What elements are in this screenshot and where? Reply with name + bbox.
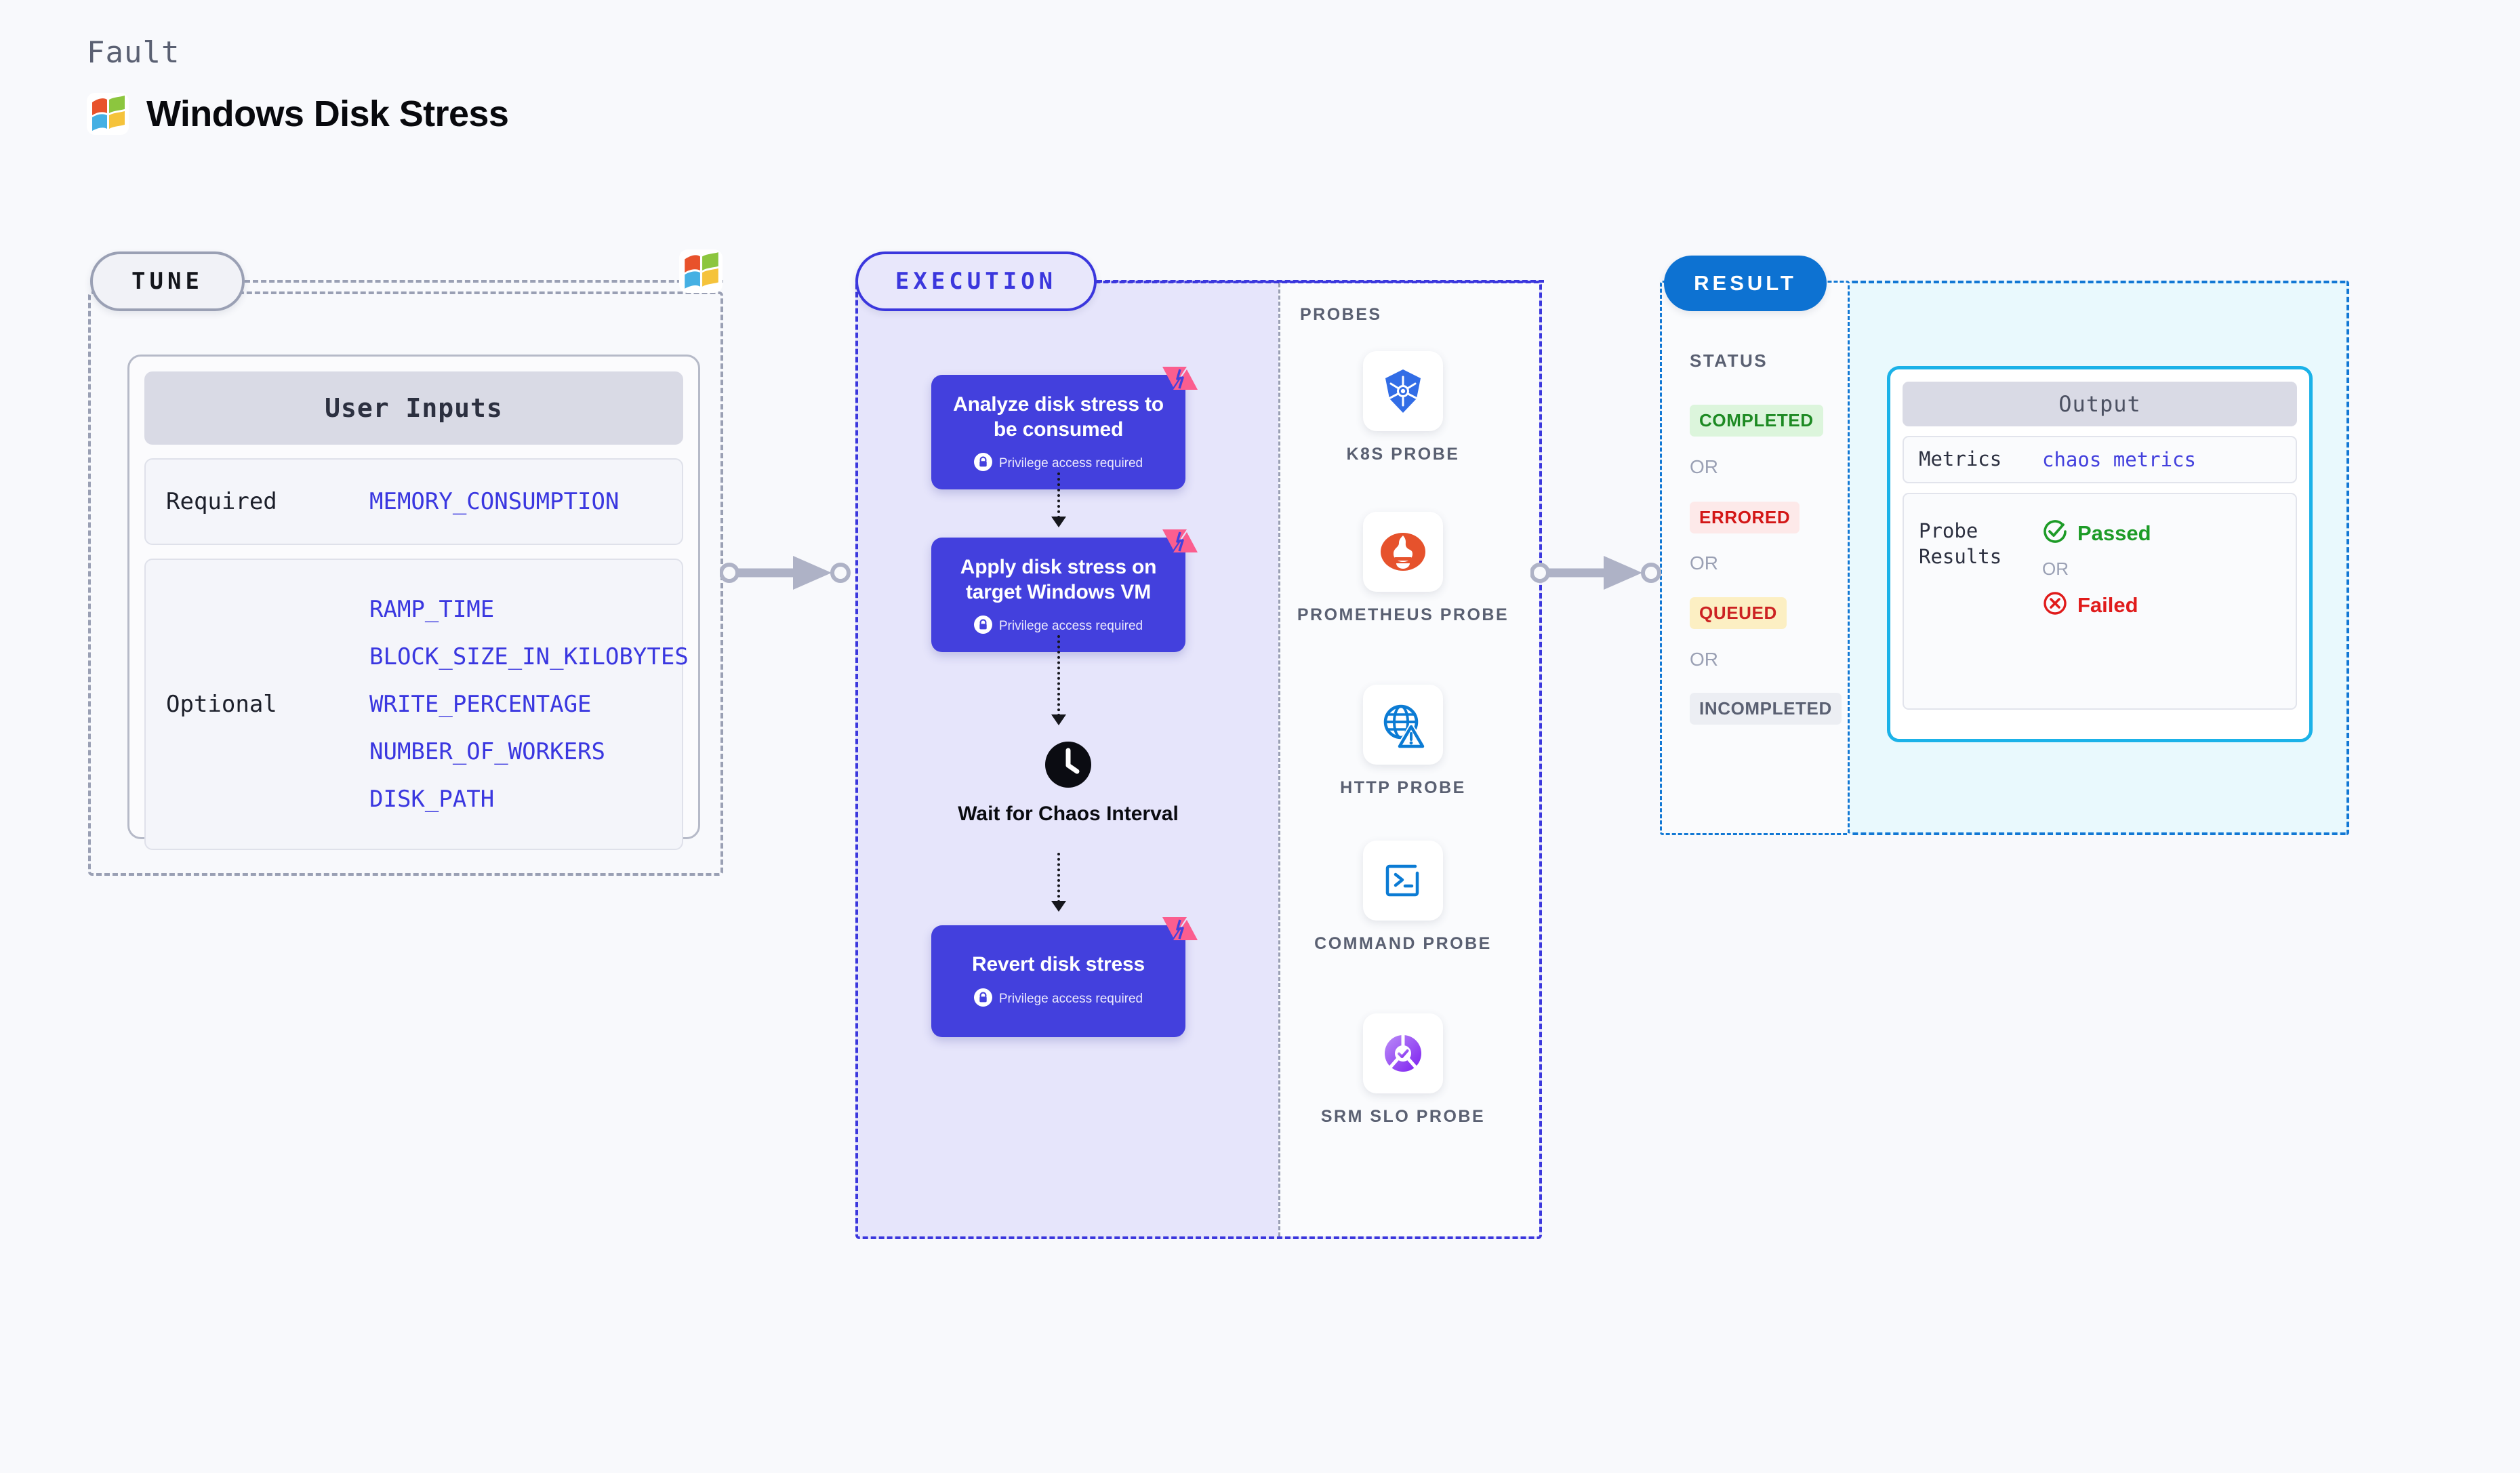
lock-icon bbox=[973, 453, 992, 475]
step-connector-arrow bbox=[1057, 853, 1060, 903]
step-title: Apply disk stress on target Windows VM bbox=[960, 556, 1157, 603]
param-write-percentage[interactable]: WRITE_PERCENTAGE bbox=[369, 691, 592, 718]
kubernetes-icon bbox=[1363, 351, 1443, 431]
probe-label: K8S PROBE bbox=[1346, 445, 1460, 464]
status-badge-queued: QUEUED bbox=[1690, 597, 1787, 629]
execution-step-analyze[interactable]: Analyze disk stress to be consumed Privi… bbox=[931, 367, 1198, 490]
page-header: Fault Windows Disk Stress bbox=[87, 35, 509, 135]
metrics-key: Metrics bbox=[1919, 447, 2002, 471]
privilege-text: Privilege access required bbox=[998, 619, 1143, 634]
metrics-value[interactable]: chaos metrics bbox=[2042, 448, 2196, 471]
step-title: Revert disk stress bbox=[972, 953, 1145, 975]
srm-slo-icon bbox=[1363, 1013, 1443, 1093]
probe-result-passed: Passed bbox=[2042, 519, 2151, 548]
probe-results-key: Probe Results bbox=[1919, 519, 2002, 568]
required-label: Required bbox=[166, 488, 277, 515]
step-connector-arrow bbox=[1057, 472, 1060, 519]
status-badge-errored: ERRORED bbox=[1690, 502, 1800, 533]
or-separator: OR bbox=[1690, 649, 1718, 670]
required-inputs-group: Required MEMORY_CONSUMPTION bbox=[144, 458, 683, 545]
required-values: MEMORY_CONSUMPTION bbox=[369, 488, 619, 515]
output-probe-results-row: Probe Results Passed OR bbox=[1903, 493, 2297, 710]
probe-http[interactable]: HTTP PROBE bbox=[1291, 685, 1515, 800]
or-separator: OR bbox=[2042, 559, 2069, 579]
probe-label: HTTP PROBE bbox=[1340, 778, 1466, 797]
windows-logo-icon bbox=[679, 249, 723, 296]
privilege-row: Privilege access required bbox=[943, 988, 1173, 1010]
litmus-chaos-icon bbox=[1160, 523, 1200, 563]
result-stage-pill[interactable]: RESULT bbox=[1664, 256, 1827, 311]
probe-srm-slo[interactable]: SRM SLO PROBE bbox=[1291, 1013, 1515, 1129]
step-connector-arrowhead bbox=[1051, 517, 1066, 527]
param-number-of-workers[interactable]: NUMBER_OF_WORKERS bbox=[369, 738, 605, 765]
lock-icon bbox=[973, 988, 992, 1010]
lock-icon bbox=[973, 616, 992, 637]
probe-label: PROMETHEUS PROBE bbox=[1297, 605, 1509, 624]
clock-icon bbox=[1042, 742, 1094, 793]
wait-label: Wait for Chaos Interval bbox=[958, 803, 1179, 825]
status-badge-incompleted: INCOMPLETED bbox=[1690, 693, 1842, 725]
probe-k8s[interactable]: K8S PROBE bbox=[1291, 351, 1515, 466]
step-title: Analyze disk stress to be consumed bbox=[953, 393, 1164, 441]
or-separator: OR bbox=[1690, 456, 1718, 477]
output-metrics-row: Metrics chaos metrics bbox=[1903, 436, 2297, 483]
prometheus-icon bbox=[1363, 512, 1443, 592]
litmus-chaos-icon bbox=[1160, 360, 1200, 401]
probe-command[interactable]: COMMAND PROBE bbox=[1291, 841, 1515, 956]
user-inputs-title: User Inputs bbox=[144, 371, 683, 445]
param-block-size-in-kilobytes[interactable]: BLOCK_SIZE_IN_KILOBYTES bbox=[369, 643, 689, 670]
tune-panel bbox=[88, 291, 723, 876]
probe-label: COMMAND PROBE bbox=[1314, 934, 1492, 953]
privilege-text: Privilege access required bbox=[998, 456, 1143, 471]
terminal-icon bbox=[1363, 841, 1443, 921]
optional-inputs-group: Optional RAMP_TIME BLOCK_SIZE_IN_KILOBYT… bbox=[144, 559, 689, 850]
page-title: Windows Disk Stress bbox=[146, 94, 509, 134]
result-status-panel bbox=[1660, 281, 1850, 835]
or-separator: OR bbox=[1690, 552, 1718, 573]
result-stage-label: RESULT bbox=[1694, 271, 1797, 295]
probes-label: PROBES bbox=[1300, 305, 1382, 324]
execution-step-apply[interactable]: Apply disk stress on target Windows VM P… bbox=[931, 529, 1198, 653]
fault-title-row: Windows Disk Stress bbox=[87, 93, 509, 135]
wait-for-chaos-interval: Wait for Chaos Interval bbox=[953, 739, 1183, 827]
fault-kicker: Fault bbox=[87, 35, 180, 70]
check-circle-icon bbox=[2042, 519, 2068, 548]
optional-label: Optional bbox=[166, 691, 277, 718]
step-connector-arrowhead bbox=[1051, 901, 1066, 912]
probe-result-failed: Failed bbox=[2042, 590, 2151, 620]
connector-tune-to-execution bbox=[719, 542, 855, 603]
execution-stage-pill[interactable]: EXECUTION bbox=[855, 251, 1097, 311]
execution-top-dashed-line bbox=[1097, 280, 1544, 283]
probe-results-values: Passed OR Failed bbox=[2042, 519, 2151, 620]
passed-label: Passed bbox=[2077, 521, 2151, 545]
output-title: Output bbox=[1903, 382, 2297, 426]
x-circle-icon bbox=[2042, 590, 2068, 620]
privilege-row: Privilege access required bbox=[943, 616, 1173, 637]
probe-prometheus[interactable]: PROMETHEUS PROBE bbox=[1291, 512, 1515, 627]
param-ramp-time[interactable]: RAMP_TIME bbox=[369, 596, 495, 623]
probe-label: SRM SLO PROBE bbox=[1320, 1107, 1486, 1126]
optional-values: RAMP_TIME BLOCK_SIZE_IN_KILOBYTES WRITE_… bbox=[369, 596, 689, 813]
tune-top-dashed-line bbox=[245, 280, 723, 283]
status-badge-completed: COMPLETED bbox=[1690, 405, 1823, 437]
failed-label: Failed bbox=[2077, 592, 2138, 617]
param-disk-path[interactable]: DISK_PATH bbox=[369, 786, 495, 813]
privilege-text: Privilege access required bbox=[998, 991, 1143, 1006]
http-globe-warning-icon bbox=[1363, 685, 1443, 765]
execution-stage-label: EXECUTION bbox=[895, 268, 1057, 295]
output-card: Output Metrics chaos metrics Probe Resul… bbox=[1887, 366, 2313, 742]
param-memory-consumption[interactable]: MEMORY_CONSUMPTION bbox=[369, 488, 619, 515]
execution-step-revert[interactable]: Revert disk stress Privilege access requ… bbox=[931, 917, 1198, 1037]
step-connector-arrowhead bbox=[1051, 714, 1066, 725]
privilege-row: Privilege access required bbox=[943, 453, 1173, 475]
step-connector-arrow bbox=[1057, 635, 1060, 717]
user-inputs-card: User Inputs Required MEMORY_CONSUMPTION … bbox=[127, 355, 700, 850]
tune-stage-pill[interactable]: TUNE bbox=[90, 251, 245, 311]
litmus-chaos-icon bbox=[1160, 910, 1200, 951]
connector-execution-to-result bbox=[1530, 542, 1666, 603]
tune-stage-label: TUNE bbox=[131, 268, 203, 295]
status-label: STATUS bbox=[1690, 350, 1768, 371]
windows-logo-icon bbox=[87, 93, 129, 135]
